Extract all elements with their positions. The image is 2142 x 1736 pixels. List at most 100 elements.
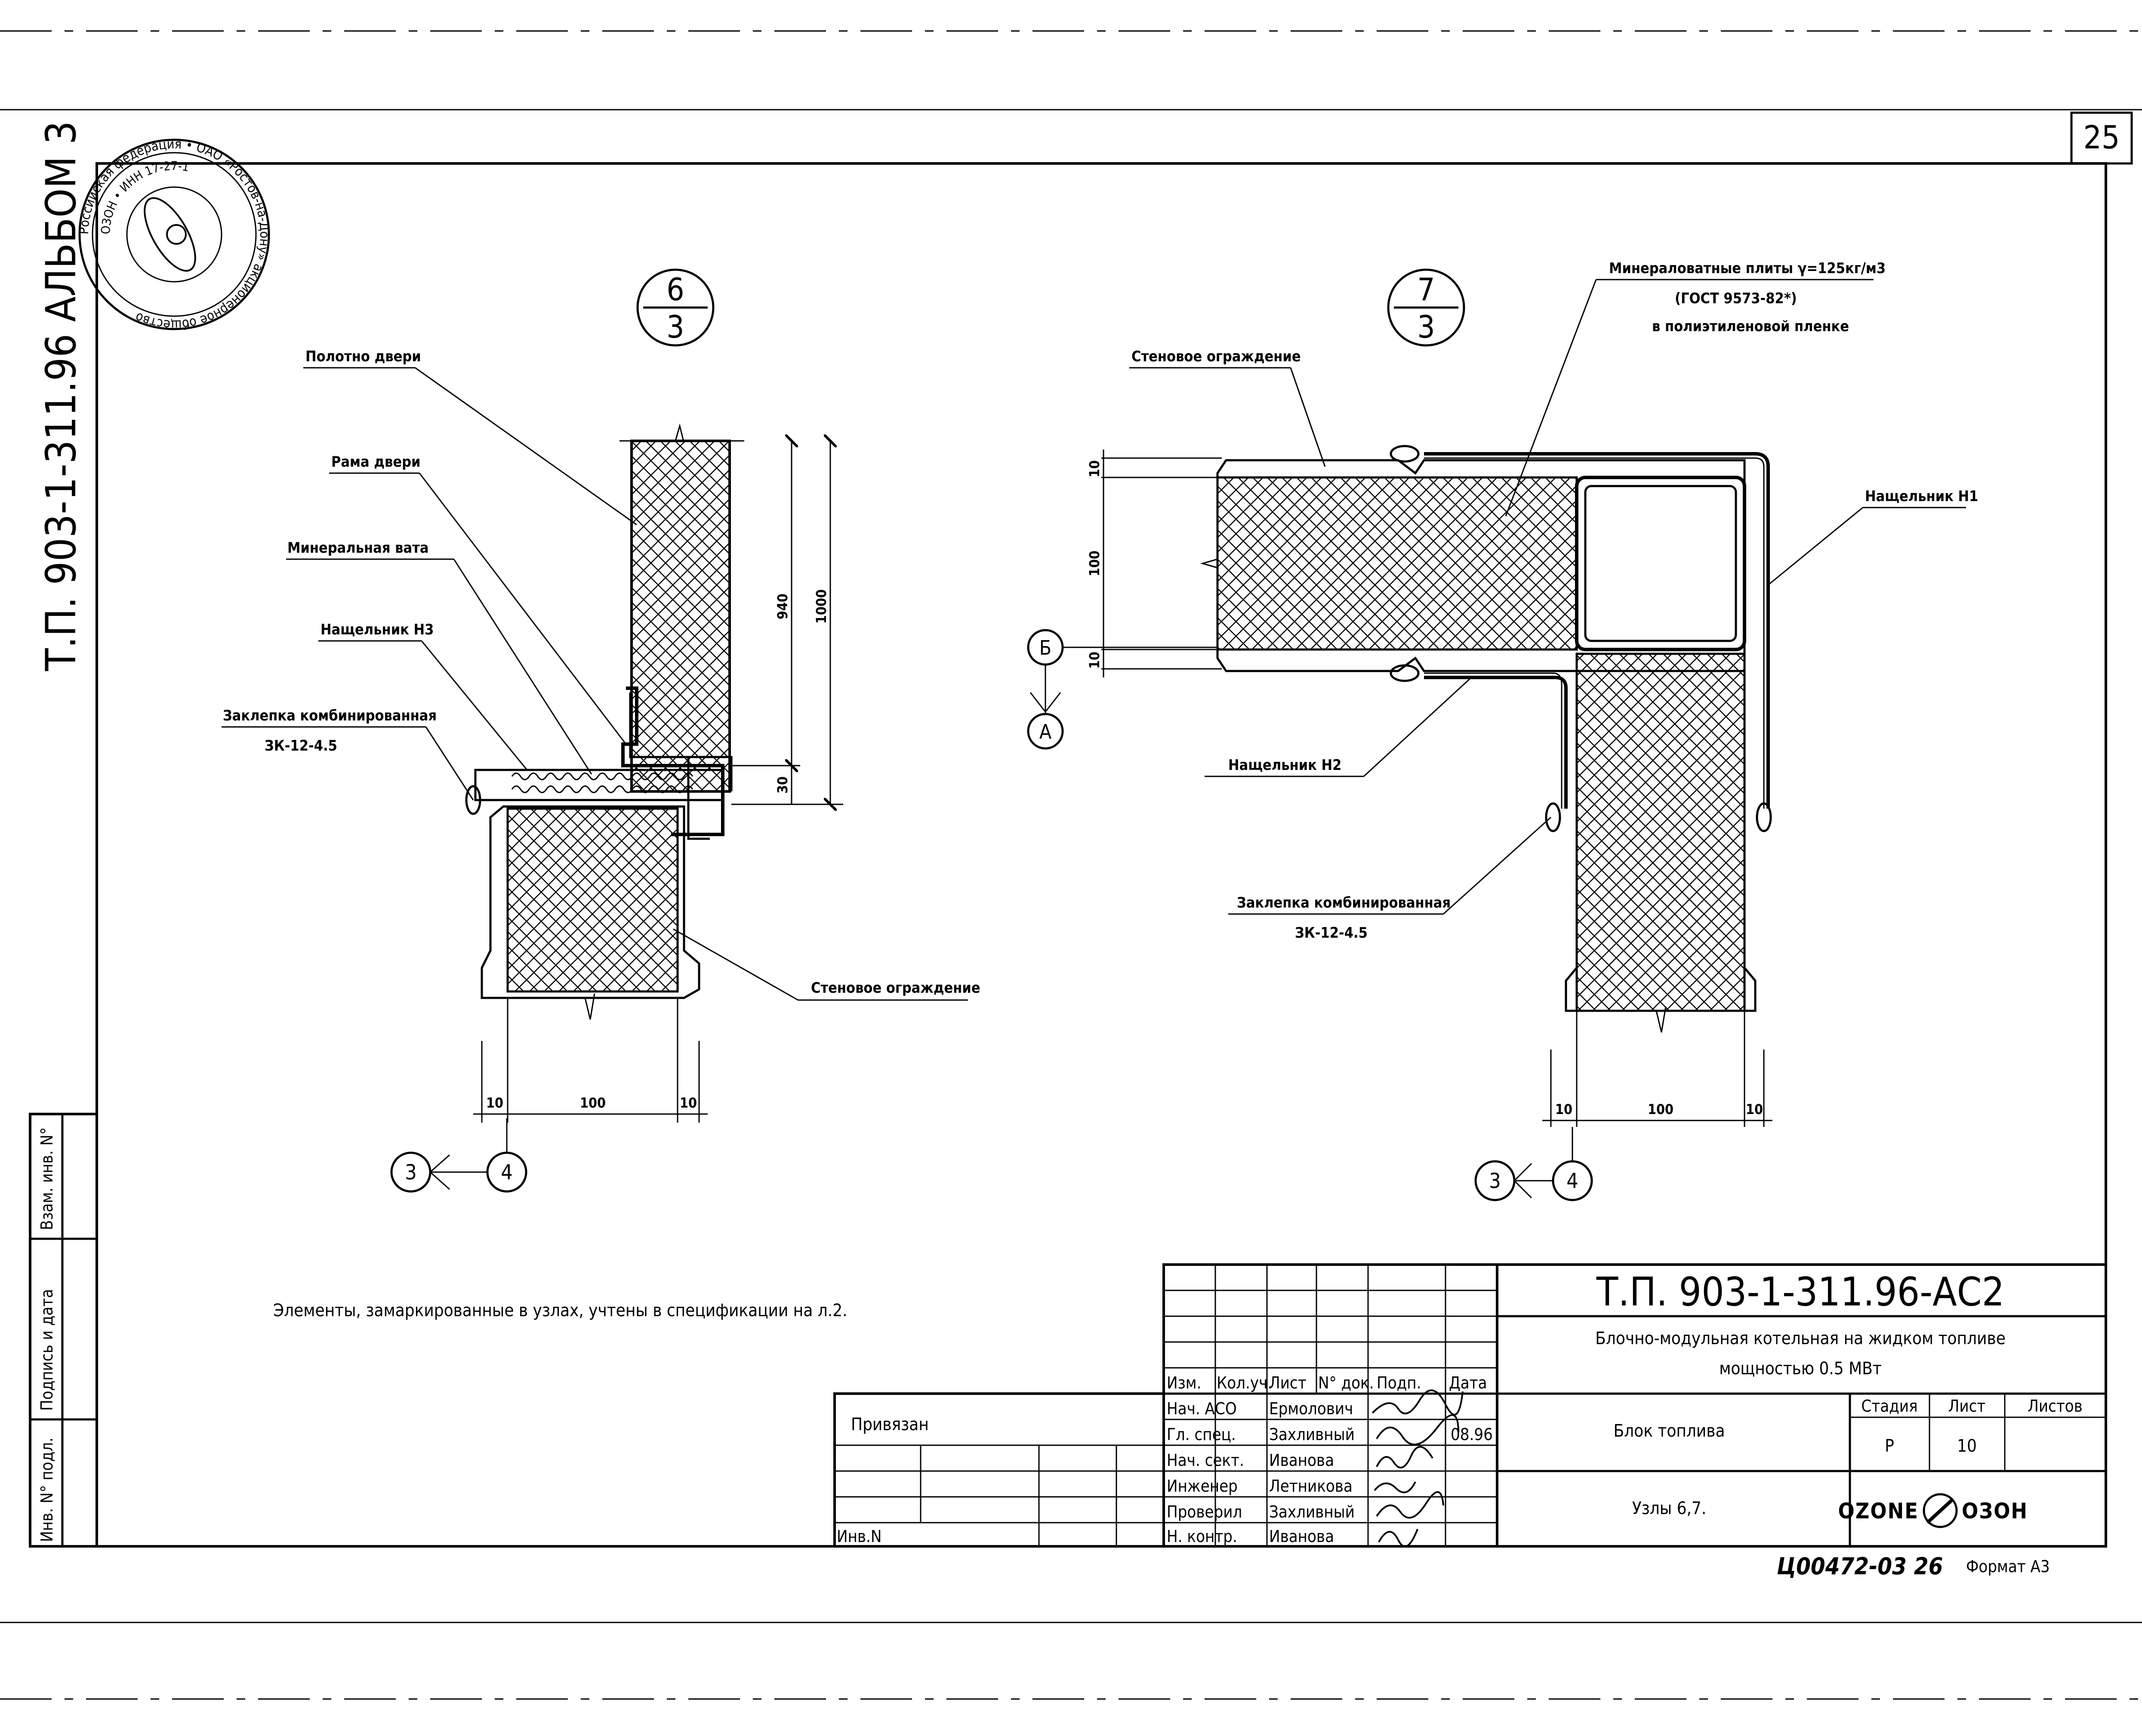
detail-7-axes: 3 4 bbox=[1474, 1127, 1593, 1201]
label-wall: Стеновое ограждение bbox=[1131, 348, 1301, 365]
name-4: Захливный bbox=[1269, 1502, 1355, 1521]
wall-panel-vertical-insulation bbox=[1575, 653, 1746, 1012]
seal-emblem-icon bbox=[144, 197, 196, 272]
date-value: 08.96 bbox=[1451, 1425, 1493, 1444]
detail-7-bottom-dims: 10 100 10 bbox=[1542, 1011, 1772, 1127]
label-wall: Стеновое ограждение bbox=[811, 979, 980, 997]
label-rivet-2: ЗК-12-4.5 bbox=[265, 737, 337, 754]
sheet-number: 25 bbox=[2083, 119, 2120, 156]
section-title: Блок топлива bbox=[1613, 1421, 1725, 1441]
label-trim-n1: Нащельник Н1 bbox=[1865, 488, 1978, 505]
label-rivet-1: Заклепка комбинированная bbox=[1237, 894, 1451, 911]
svg-text:Инв. N° подл.: Инв. N° подл. bbox=[37, 1437, 56, 1542]
svg-text:3: 3 bbox=[405, 1160, 416, 1185]
role-0: Нач. АСО bbox=[1167, 1399, 1237, 1418]
door-frame-profile bbox=[621, 686, 724, 836]
svg-text:ОЗОН: ОЗОН bbox=[1962, 1499, 2028, 1524]
svg-text:100: 100 bbox=[580, 1095, 606, 1111]
wall-panel-horizontal-insulation bbox=[1216, 476, 1578, 651]
name-3: Летникова bbox=[1269, 1477, 1353, 1496]
trim-n1 bbox=[1424, 452, 1770, 809]
svg-text:10: 10 bbox=[1086, 460, 1103, 477]
svg-text:4: 4 bbox=[1566, 1169, 1578, 1193]
svg-text:Взам. инв. N°: Взам. инв. N° bbox=[37, 1127, 56, 1230]
label-rivet-2: ЗК-12-4.5 bbox=[1295, 924, 1368, 942]
role-5: Н. контр. bbox=[1167, 1527, 1237, 1546]
detail-6-leaders bbox=[222, 367, 968, 1001]
privyazan-label: Привязан bbox=[851, 1415, 929, 1434]
detail-6-vertical-dims: 940 1000 30 bbox=[731, 441, 843, 804]
wall-panel-insulation bbox=[506, 807, 679, 993]
label-mineral-wool: Минеральная вата bbox=[287, 539, 428, 557]
project-line-1: Блочно-модульная котельная на жидком топ… bbox=[1595, 1329, 2006, 1348]
rivet-icon bbox=[1390, 664, 1420, 682]
role-4: Проверил bbox=[1167, 1502, 1242, 1521]
side-designation: Т.П. 903-1-311.96 АЛЬБОМ 3 bbox=[37, 121, 85, 671]
company-seal: Российская федерация • ОАО «Ростов-на-До… bbox=[77, 137, 272, 332]
svg-text:3: 3 bbox=[1417, 309, 1435, 345]
trim-n3 bbox=[474, 769, 724, 801]
project-line-2: мощностью 0.5 МВт bbox=[1719, 1359, 1882, 1379]
detail-6-marker: 6 3 bbox=[636, 268, 715, 347]
footer-code: Ц00472-03 26 bbox=[1777, 1553, 1943, 1580]
label-mineral-plates-2: (ГОСТ 9573-82*) bbox=[1675, 290, 1797, 307]
detail-7-leaders bbox=[1129, 279, 1966, 915]
svg-text:6: 6 bbox=[666, 271, 684, 308]
detail-6-axes: 3 4 bbox=[390, 1118, 527, 1193]
stage-value: Р bbox=[1885, 1436, 1894, 1456]
rivet-icon bbox=[465, 785, 481, 815]
company-logo: OZONE ОЗОН bbox=[1838, 1493, 2028, 1528]
svg-text:N° док.: N° док. bbox=[1318, 1373, 1374, 1392]
svg-text:100: 100 bbox=[1086, 551, 1103, 576]
role-3: Инженер bbox=[1167, 1477, 1238, 1496]
rivet-icon bbox=[1545, 802, 1561, 832]
wall-panel-horizontal-outline bbox=[1216, 459, 1746, 672]
inv-n-label: Инв.N bbox=[837, 1527, 882, 1546]
svg-text:7: 7 bbox=[1417, 271, 1435, 308]
mineral-wool-loops bbox=[511, 773, 693, 780]
label-mineral-plates-3: в полиэтиленовой пленке bbox=[1652, 318, 1849, 335]
detail-7-marker: 7 3 bbox=[1387, 268, 1465, 347]
svg-text:Б: Б bbox=[1039, 636, 1051, 659]
corner-square-profile bbox=[1575, 476, 1746, 651]
role-1: Гл. спец. bbox=[1167, 1425, 1236, 1444]
sheet-value: 10 bbox=[1957, 1436, 1977, 1456]
svg-text:30: 30 bbox=[774, 776, 791, 794]
specification-note: Элементы, замаркированные в узлах, учтен… bbox=[273, 1301, 848, 1320]
detail-7: 7 3 bbox=[1027, 260, 1978, 1201]
detail-6: 6 3 bbox=[222, 268, 980, 1193]
format-label: Формат А3 bbox=[1966, 1557, 2050, 1576]
svg-text:10: 10 bbox=[680, 1095, 697, 1111]
detail-7-vertical-dims: 10 100 10 bbox=[1086, 449, 1222, 677]
svg-text:Кол.уч.: Кол.уч. bbox=[1217, 1373, 1272, 1392]
title-block: Привязан Инв.N Изм. Кол.уч. Лист N° док.… bbox=[833, 1263, 2107, 1548]
svg-text:10: 10 bbox=[486, 1095, 503, 1111]
label-door-leaf: Полотно двери bbox=[305, 348, 421, 365]
door-leaf-panel bbox=[630, 440, 731, 793]
sheet-title: Узлы 6,7. bbox=[1632, 1499, 1707, 1518]
role-2: Нач. сект. bbox=[1167, 1451, 1244, 1470]
rivet-icon bbox=[1756, 802, 1772, 832]
signatures bbox=[1371, 1389, 1464, 1548]
label-mineral-plates-1: Минераловатные плиты γ=125кг/м3 bbox=[1609, 260, 1886, 277]
name-0: Ермолович bbox=[1269, 1399, 1353, 1418]
svg-text:Лист: Лист bbox=[1269, 1373, 1307, 1392]
label-trim-n3: Нащельник Н3 bbox=[321, 621, 434, 638]
svg-text:Листов: Листов bbox=[2028, 1397, 2083, 1416]
name-2: Иванова bbox=[1269, 1451, 1334, 1470]
svg-text:Стадия: Стадия bbox=[1861, 1397, 1917, 1416]
svg-text:OZONE: OZONE bbox=[1838, 1499, 1919, 1524]
svg-text:10: 10 bbox=[1555, 1101, 1572, 1117]
rivet-icon bbox=[1390, 445, 1420, 463]
svg-text:940: 940 bbox=[774, 594, 791, 619]
svg-text:Лист: Лист bbox=[1948, 1397, 1986, 1416]
svg-text:Подпись и дата: Подпись и дата bbox=[37, 1289, 56, 1411]
label-door-frame: Рама двери bbox=[331, 453, 420, 471]
svg-text:10: 10 bbox=[1086, 652, 1103, 669]
scan-edge-lines bbox=[0, 30, 2142, 1700]
side-strip: Взам. инв. N° Подпись и дата Инв. N° под… bbox=[29, 1113, 98, 1548]
name-5: Иванова bbox=[1269, 1527, 1334, 1546]
svg-text:100: 100 bbox=[1648, 1101, 1674, 1117]
svg-text:4: 4 bbox=[501, 1160, 512, 1185]
